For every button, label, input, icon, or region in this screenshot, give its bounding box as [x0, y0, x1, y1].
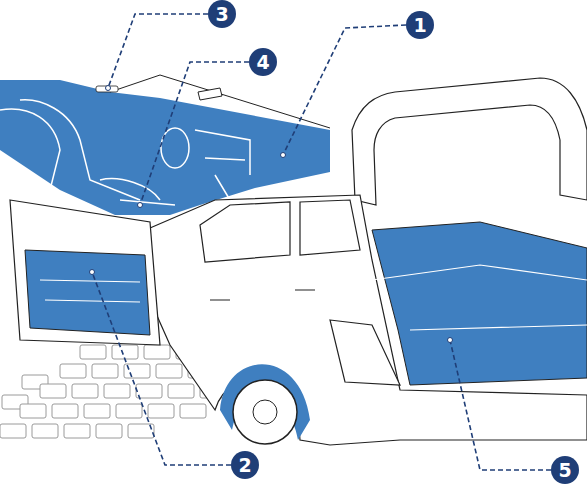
car-body	[150, 195, 587, 445]
tailgate	[352, 78, 587, 205]
callout-number: 3	[208, 0, 236, 28]
leader-dots	[90, 86, 453, 343]
callout-text: 1	[413, 16, 426, 35]
cargo-area	[330, 222, 587, 385]
callout-text: 4	[256, 53, 269, 72]
callout-text: 3	[215, 5, 228, 24]
open-door	[10, 200, 160, 345]
wheel	[220, 364, 310, 444]
callout-number: 4	[249, 48, 277, 76]
callout-text: 2	[238, 456, 251, 475]
callout-number: 2	[231, 451, 259, 479]
callout-number: 5	[551, 456, 579, 484]
leader-lines	[92, 14, 551, 470]
interior-cabin	[0, 75, 330, 215]
callout-number: 1	[406, 11, 434, 39]
callout-text: 5	[558, 461, 571, 480]
